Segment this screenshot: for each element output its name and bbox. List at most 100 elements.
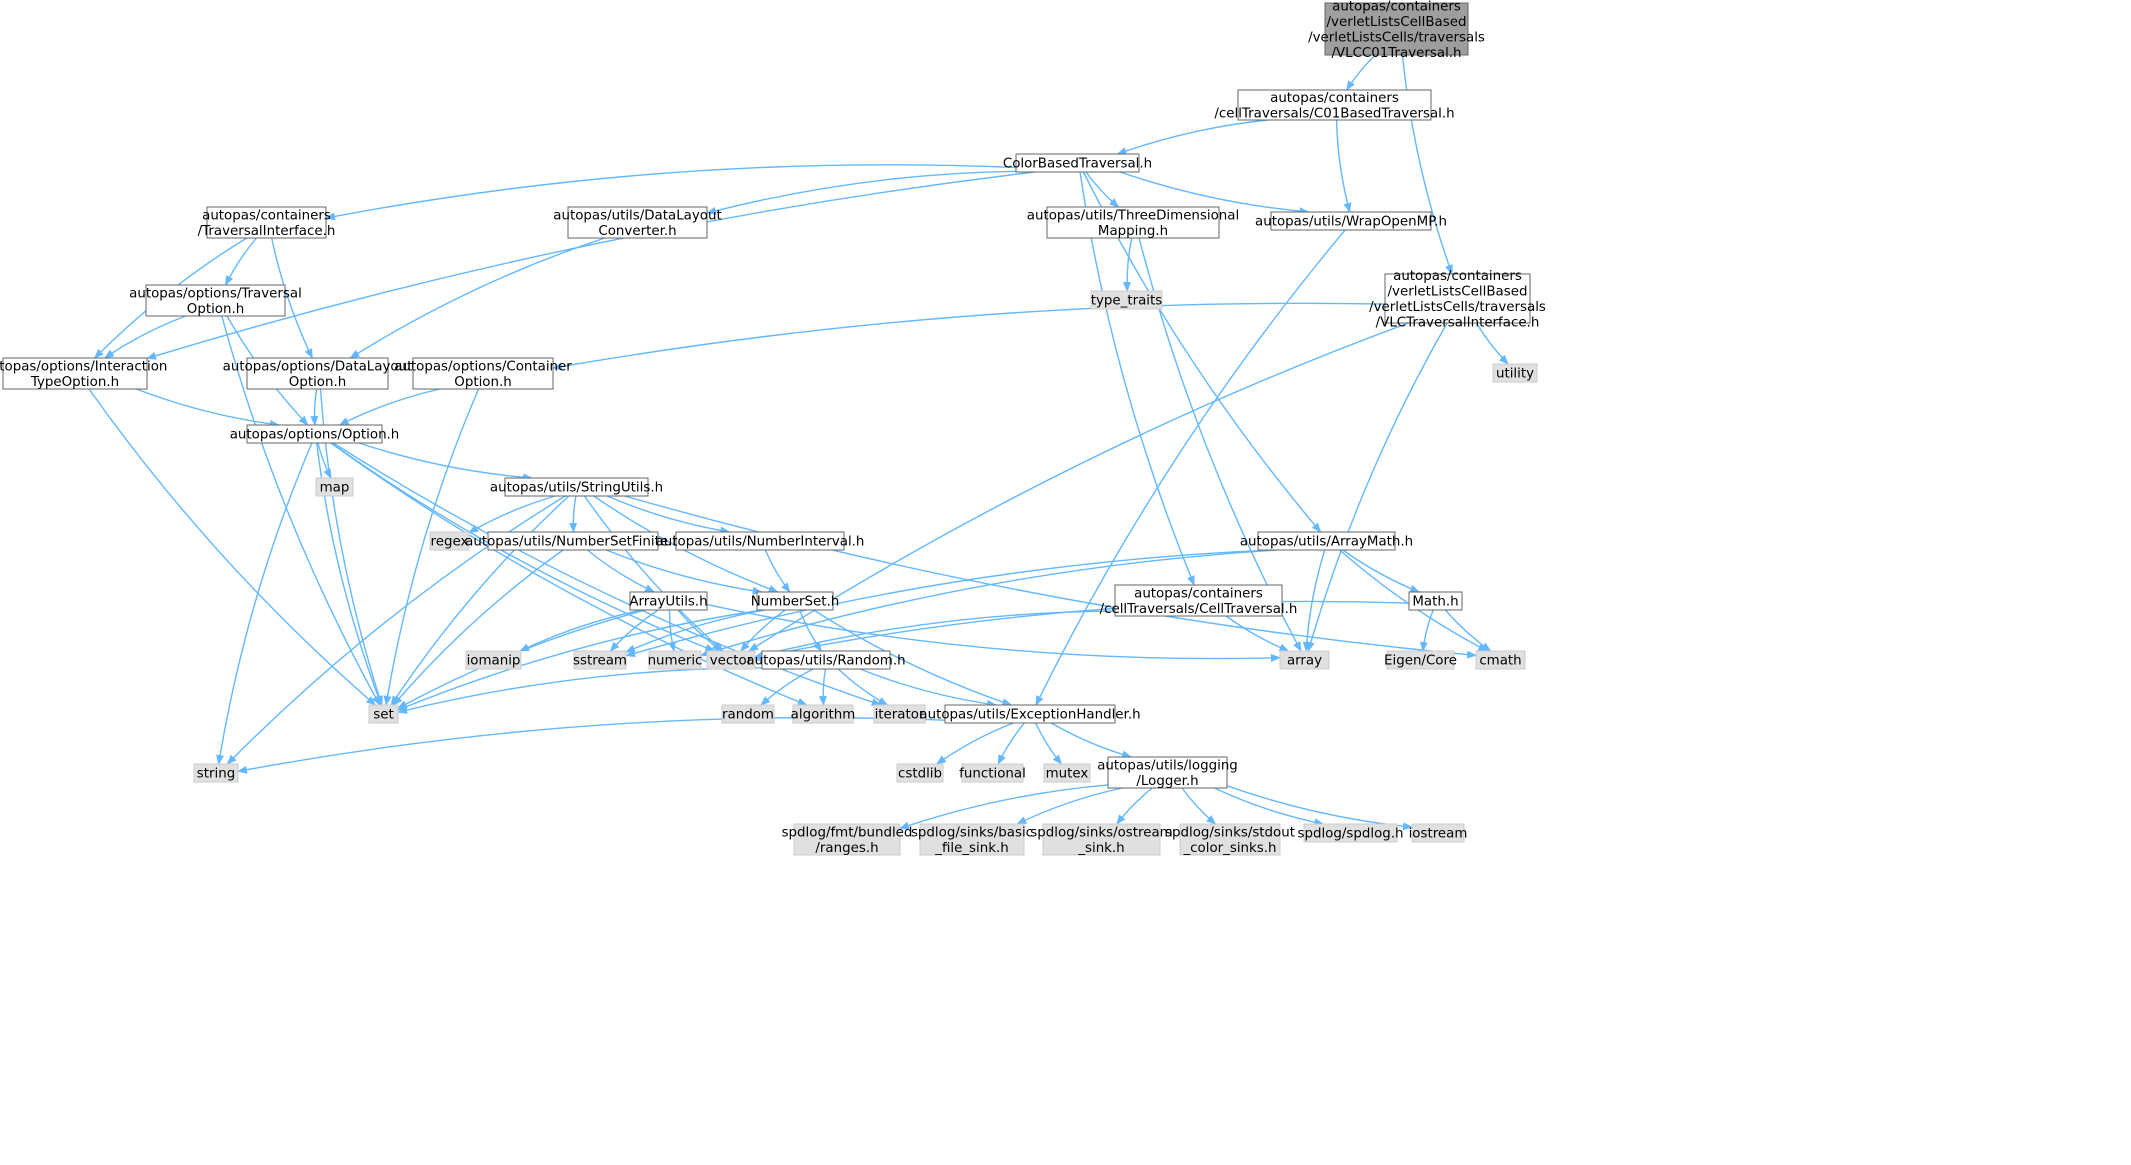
edge-n14-to-n15 <box>338 388 440 426</box>
edge-n12-to-n15 <box>136 388 280 428</box>
node-header-n43[interactable]: autopas/utils/logging/Logger.h <box>1097 756 1238 789</box>
node-label-line: array <box>1287 654 1322 669</box>
node-header-n21[interactable]: autopas/utils/ArrayMath.h <box>1240 531 1413 551</box>
node-system-n9: type_traits <box>1090 290 1163 310</box>
node-box <box>944 704 1116 724</box>
edge-n43-to-n49 <box>1226 785 1413 831</box>
node-box <box>1408 591 1463 611</box>
node-box <box>315 477 354 497</box>
node-label-line: regex <box>431 535 469 550</box>
edge-n17-to-n29 <box>583 495 724 652</box>
node-label-line: autopas/utils/NumberInterval.h <box>656 535 865 550</box>
node-box <box>1384 273 1531 324</box>
node-header-n5[interactable]: autopas/utils/WrapOpenMP.h <box>1255 211 1447 231</box>
node-box <box>793 823 901 856</box>
node-label-line: spdlog/sinks/ostream <box>1030 825 1172 840</box>
node-label-line: /cellTraversals/C01BasedTraversal.h <box>1214 106 1454 121</box>
node-box <box>1411 823 1465 843</box>
edge-n38-to-n42 <box>1034 722 1063 765</box>
node-label-line: autopas/containers <box>1332 0 1461 14</box>
node-header-n20[interactable]: autopas/utils/NumberInterval.h <box>656 531 865 551</box>
node-box <box>573 650 627 670</box>
node-system-n45: spdlog/sinks/basic_file_sink.h <box>911 823 1033 856</box>
node-label-line: Option.h <box>187 302 244 317</box>
node-label-line: autopas/utils/DataLayout <box>553 208 722 223</box>
edge-n43-to-n45 <box>1016 787 1123 825</box>
node-header-n6[interactable]: autopas/containers/TraversalInterface.h <box>198 206 336 239</box>
node-system-n37: iterator <box>873 704 926 724</box>
edge-n8-to-n9 <box>1122 237 1133 292</box>
node-system-n39: string <box>193 763 239 783</box>
node-system-n29: vector <box>706 650 756 670</box>
edge-n33-to-n34 <box>397 667 763 714</box>
node-system-n31: Eigen/Core <box>1384 650 1457 670</box>
edge-n22-to-n28 <box>668 609 676 652</box>
node-label-line: autopas/options/Traversal <box>129 286 302 301</box>
edge-n38-to-n39 <box>237 716 946 774</box>
node-box <box>1475 650 1526 670</box>
node-label-line: autopas/containers <box>1393 269 1522 284</box>
edge-n33-to-n35 <box>760 668 814 706</box>
node-system-n35: random <box>721 704 775 724</box>
node-header-n3[interactable]: autopas/containers/verletListsCellBased/… <box>1369 269 1546 331</box>
node-box <box>1090 290 1163 310</box>
edge-n24-to-n29 <box>754 610 1116 659</box>
edge-n17-to-n20 <box>606 495 731 535</box>
edge-n33-to-n36 <box>818 668 827 706</box>
node-header-n23[interactable]: NumberSet.h <box>751 591 840 611</box>
edge-n3-to-n30 <box>1306 322 1448 652</box>
node-system-n26: iomanip <box>465 650 522 670</box>
node-system-n16: map <box>315 477 354 497</box>
node-label-line: NumberSet.h <box>751 595 840 610</box>
node-system-n42: mutex <box>1043 763 1091 783</box>
edge-n15-to-n36 <box>330 442 808 706</box>
edge-n11-to-n12 <box>103 315 186 359</box>
node-label-line: /VLCTraversalInterface.h <box>1376 315 1540 330</box>
node-label-line: Eigen/Core <box>1384 654 1457 669</box>
node-label-line: autopas/utils/ThreeDimensional <box>1027 208 1239 223</box>
node-header-n2[interactable]: autopas/containers/cellTraversals/C01Bas… <box>1214 89 1455 121</box>
node-box <box>1179 823 1281 856</box>
node-header-n24[interactable]: autopas/containers/cellTraversals/CellTr… <box>1100 584 1298 617</box>
node-box <box>429 531 470 551</box>
node-header-n33[interactable]: autopas/utils/Random.h <box>746 650 906 670</box>
edge-n17-to-n39 <box>226 495 566 765</box>
node-label-line: autopas/options/Interaction <box>0 359 167 374</box>
node-box <box>1107 756 1228 789</box>
edge-n22-to-n27 <box>609 609 659 652</box>
node-header-n25[interactable]: Math.h <box>1408 591 1463 611</box>
node-label-line: /verletListsCells/traversals <box>1308 30 1485 45</box>
edge-n21-to-n28 <box>700 549 1278 657</box>
edge-n19-to-n22 <box>586 549 656 593</box>
edge-n38-to-n40 <box>935 722 1014 765</box>
node-header-n4[interactable]: ColorBasedTraversal.h <box>1003 153 1152 173</box>
node-label-line: autopas/options/Container <box>394 359 572 374</box>
node-header-n17[interactable]: autopas/utils/StringUtils.h <box>490 477 663 497</box>
node-header-n22[interactable]: ArrayUtils.h <box>629 591 708 611</box>
node-box <box>1303 823 1398 843</box>
node-header-n15[interactable]: autopas/options/Option.h <box>230 424 400 444</box>
edge-n25-to-n29 <box>754 600 1410 661</box>
node-label-line: /verletListsCellBased <box>1327 15 1467 30</box>
node-label-line: autopas/utils/NumberSetFinite.h <box>465 535 681 550</box>
node-label-line: /TraversalInterface.h <box>198 224 336 239</box>
edge-n21-to-n30 <box>1302 549 1326 652</box>
node-system-n28: numeric <box>648 650 702 670</box>
node-box <box>1279 650 1330 670</box>
edge-n20-to-n23 <box>764 549 791 593</box>
node-label-line: vector <box>710 654 753 669</box>
node-root-n1[interactable]: autopas/containers/verletListsCellBased/… <box>1308 0 1485 61</box>
node-header-n19[interactable]: autopas/utils/NumberSetFinite.h <box>465 531 681 551</box>
node-system-n34: set <box>368 704 399 724</box>
node-label-line: iterator <box>875 708 925 723</box>
node-label-line: map <box>320 481 350 496</box>
node-header-n38[interactable]: autopas/utils/ExceptionHandler.h <box>919 704 1141 724</box>
edge-n4-to-n6 <box>325 164 1017 221</box>
